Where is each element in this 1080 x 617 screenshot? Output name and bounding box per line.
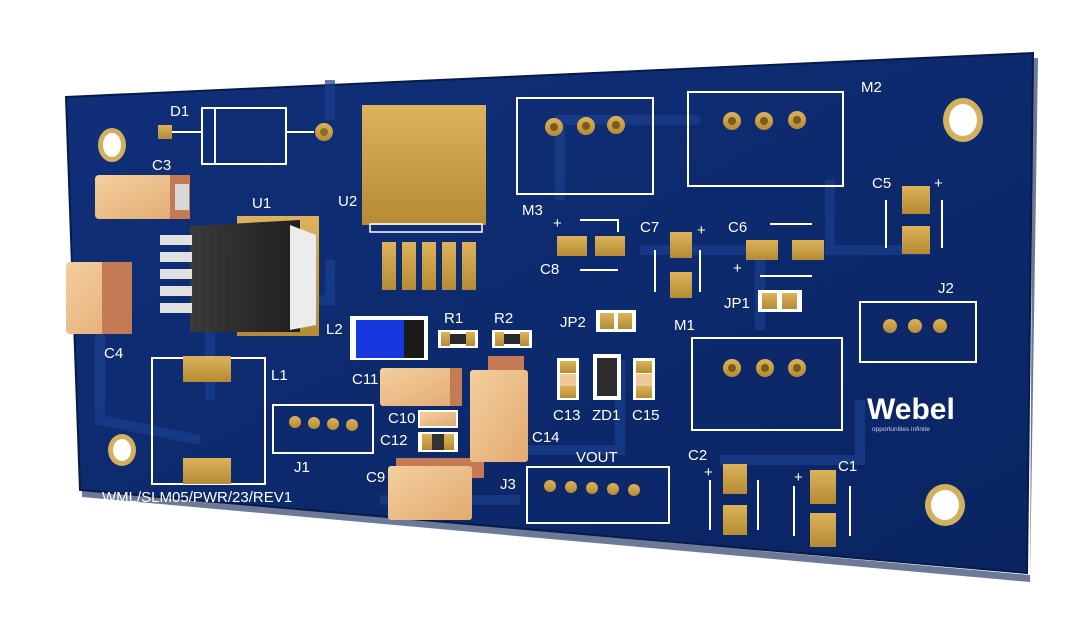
component-c14 bbox=[470, 356, 528, 462]
label-c7: C7 bbox=[640, 219, 659, 236]
label-c1: C1 bbox=[838, 458, 857, 475]
component-u2 bbox=[362, 105, 486, 290]
label-j1: J1 bbox=[294, 459, 310, 476]
label-m2: M2 bbox=[861, 79, 882, 96]
polarity-c7: + bbox=[697, 222, 706, 239]
label-r1: R1 bbox=[444, 310, 463, 327]
component-m2 bbox=[687, 91, 844, 187]
mounting-holes bbox=[98, 98, 983, 526]
polarity-c2: + bbox=[704, 464, 713, 481]
logo-text: Webel bbox=[867, 393, 955, 426]
component-c10 bbox=[418, 410, 458, 428]
label-c6: C6 bbox=[728, 219, 747, 236]
component-c6 bbox=[746, 223, 824, 277]
component-c9 bbox=[388, 458, 484, 520]
component-r1-r2 bbox=[438, 330, 532, 348]
component-l2 bbox=[350, 316, 428, 360]
label-c12: C12 bbox=[380, 432, 408, 449]
component-c2 bbox=[709, 464, 759, 535]
label-u1: U1 bbox=[252, 195, 271, 212]
board-id-text: WML/SLM05/PWR/23/REV1 bbox=[102, 489, 292, 506]
label-j2: J2 bbox=[938, 280, 954, 297]
component-j2 bbox=[859, 301, 977, 363]
component-c5 bbox=[885, 186, 943, 254]
label-c2: C2 bbox=[688, 447, 707, 464]
label-d1: D1 bbox=[170, 103, 189, 120]
component-c15 bbox=[633, 358, 655, 400]
label-r2: R2 bbox=[494, 310, 513, 327]
component-j3 bbox=[526, 466, 670, 524]
label-c4: C4 bbox=[104, 345, 123, 362]
label-jp1: JP1 bbox=[724, 295, 750, 312]
component-c12 bbox=[418, 432, 458, 452]
label-u2: U2 bbox=[338, 193, 357, 210]
label-c9: C9 bbox=[366, 469, 385, 486]
label-c15: C15 bbox=[632, 407, 660, 424]
component-c8 bbox=[557, 219, 625, 271]
component-u1 bbox=[160, 216, 319, 336]
label-vout: VOUT bbox=[576, 449, 618, 466]
component-c7 bbox=[654, 232, 701, 298]
label-m1: M1 bbox=[674, 317, 695, 334]
component-c4 bbox=[66, 262, 132, 334]
webel-logo: Webel opportunities infinite bbox=[867, 393, 955, 433]
component-zd1 bbox=[593, 354, 621, 400]
label-l1: L1 bbox=[271, 367, 288, 384]
label-m3: M3 bbox=[522, 202, 543, 219]
polarity-c1: + bbox=[794, 469, 803, 486]
component-m1 bbox=[691, 337, 843, 431]
label-jp2: JP2 bbox=[560, 314, 586, 331]
label-c5: C5 bbox=[872, 175, 891, 192]
component-jp1 bbox=[758, 290, 802, 312]
logo-tagline: opportunities infinite bbox=[872, 426, 930, 433]
polarity-c6: + bbox=[733, 260, 742, 277]
label-c13: C13 bbox=[553, 407, 581, 424]
component-d1 bbox=[158, 107, 333, 165]
polarity-c8: + bbox=[553, 215, 562, 232]
component-c11 bbox=[380, 368, 462, 406]
label-c11: C11 bbox=[352, 371, 378, 388]
component-m3 bbox=[516, 97, 654, 195]
label-c10: C10 bbox=[388, 410, 416, 427]
label-c14: C14 bbox=[532, 429, 560, 446]
label-zd1: ZD1 bbox=[592, 407, 620, 424]
label-c3: C3 bbox=[152, 157, 171, 174]
component-jp2 bbox=[596, 310, 636, 332]
component-j1 bbox=[272, 404, 374, 454]
label-c8: C8 bbox=[540, 261, 559, 278]
label-l2: L2 bbox=[326, 321, 343, 338]
component-c3 bbox=[95, 175, 190, 219]
label-j3: J3 bbox=[500, 476, 516, 493]
component-l1 bbox=[151, 356, 266, 485]
component-c1 bbox=[793, 470, 851, 547]
component-c13 bbox=[557, 358, 579, 400]
polarity-c5: + bbox=[934, 175, 943, 192]
